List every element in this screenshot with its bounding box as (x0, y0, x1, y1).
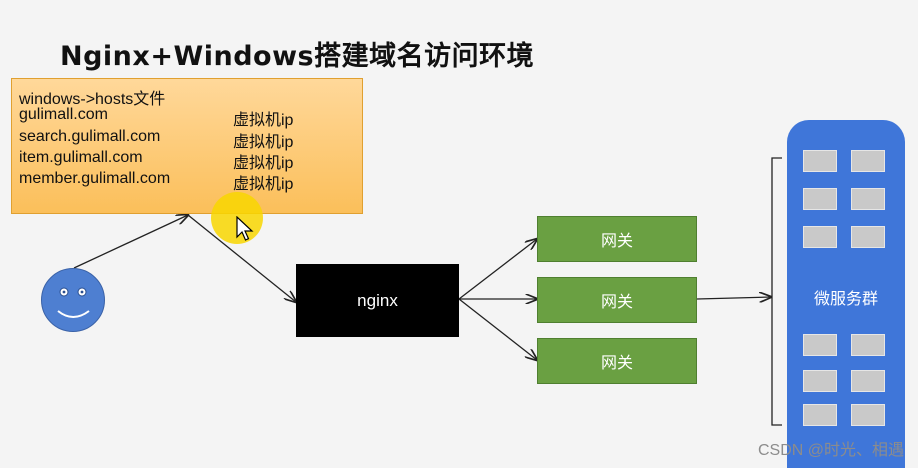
service-instance (851, 404, 885, 426)
gateway-node: 网关 (537, 277, 697, 323)
nginx-node: nginx (296, 264, 459, 337)
hosts-header: windows->hosts文件 (19, 91, 166, 108)
service-instance (803, 370, 837, 392)
cluster-bracket (771, 157, 782, 426)
cluster-label: 微服务群 (813, 291, 878, 308)
mouse-cursor-icon (236, 216, 254, 241)
user-smiley-icon (41, 268, 105, 332)
host-domain: search.gulimall.com (19, 128, 161, 145)
gateway-node: 网关 (537, 338, 697, 384)
arrow-gw-to-cluster (696, 297, 771, 299)
host-domain: member.gulimall.com (19, 170, 171, 187)
service-instance (851, 188, 885, 210)
page-title: Nginx+Windows搭建域名访问环境 (60, 41, 535, 72)
host-domain: item.gulimall.com (19, 149, 143, 166)
arrow-hosts-to-nginx (187, 214, 296, 302)
service-instance (803, 150, 837, 172)
arrow-user-to-hosts (73, 215, 188, 269)
host-ip: 虚拟机ip (233, 155, 294, 172)
microservice-cluster: 微服务群 (787, 120, 905, 468)
gateway-node: 网关 (537, 216, 697, 262)
watermark: CSDN @时光、相遇 (757, 442, 904, 459)
service-instance (803, 188, 837, 210)
host-ip: 虚拟机ip (233, 176, 294, 193)
service-instance (803, 334, 837, 356)
service-instance (803, 226, 837, 248)
arrow-nginx-to-gw1 (458, 239, 537, 300)
service-instance (851, 226, 885, 248)
service-instance (851, 370, 885, 392)
service-instance (851, 150, 885, 172)
host-ip: 虚拟机ip (233, 112, 294, 129)
service-instance (851, 334, 885, 356)
host-domain: gulimall.com (19, 106, 108, 123)
hosts-file-box: windows->hosts文件 gulimall.com 虚拟机ip sear… (11, 78, 363, 214)
service-instance (803, 404, 837, 426)
arrow-nginx-to-gw3 (458, 298, 537, 360)
host-ip: 虚拟机ip (233, 134, 294, 151)
